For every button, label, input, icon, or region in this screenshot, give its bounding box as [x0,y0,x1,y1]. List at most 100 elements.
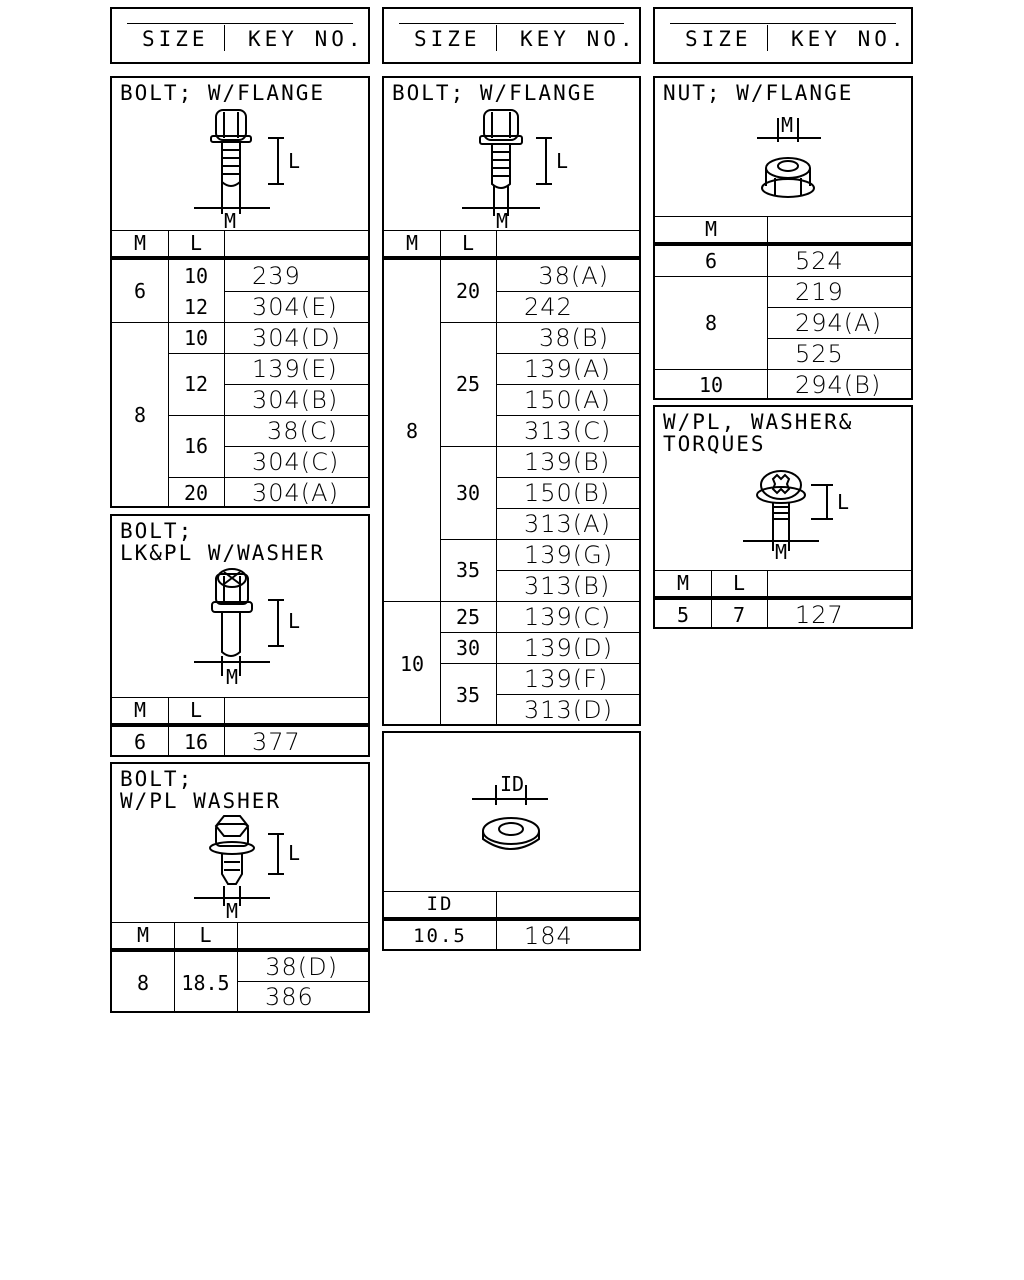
row-rule [384,601,639,602]
col-m-header: M [133,231,147,255]
row-rule [237,981,368,982]
row-rule [655,369,911,370]
table-top-rule [112,230,368,231]
cell-key-no: 313(D) [524,696,614,724]
col-divider [224,697,225,757]
dim-m-label: M [226,665,238,689]
cell-key-no: 239 [252,261,301,290]
cell-key-no: 304(A) [252,478,339,507]
header-separator [224,25,225,51]
cell-l: 30 [455,480,481,505]
col-m-header: M [136,923,150,947]
cell-key-no: 139(B) [524,447,611,476]
row-rule [440,446,639,447]
header-key-no-label: KEY NO. [248,27,365,51]
cell-key-no: 304(C) [252,447,340,476]
row-rule [440,322,639,323]
row-rule [496,384,639,385]
cell-key-no: 139(C) [524,602,612,631]
cell-m: 6 [133,730,147,754]
col-divider [496,230,497,726]
dim-l-label: L [288,841,300,865]
header-size-label: SIZE [142,27,209,51]
panel-bolt-flange-a: BOLT; W/FLANGE L M M L 6 8 10 12 10 12 1… [110,76,370,508]
cell-m: 8 [136,970,150,995]
panel-title: NUT; W/FLANGE [663,81,854,105]
header-separator [496,25,497,51]
torx-screw-figure: L M [743,470,849,564]
col-divider [168,230,169,508]
cell-m: 5 [676,602,690,627]
row-rule [440,539,639,540]
panel-title: W/PL, WASHER& TORQUES [663,410,854,456]
col-divider [711,570,712,629]
header-box-3: SIZE KEY NO. [653,7,913,64]
cell-key-no: 38(B) [539,323,609,352]
row-rule [767,338,911,339]
cell-m: 8 [133,403,147,427]
cell-key-no: 525 [795,339,844,368]
table-header-rule [112,256,368,260]
table-top-rule [112,922,368,923]
col-l-header: L [461,231,475,255]
cell-key-no: 313(A) [524,509,611,538]
table-top-rule [384,891,639,892]
cell-key-no: 377 [252,728,301,756]
cell-key-no: 150(B) [524,478,611,507]
row-rule [112,322,368,323]
col-l-header: L [189,231,203,255]
cell-id: 10.5 [413,925,467,947]
dim-l-label: L [837,490,849,514]
cell-l: 7 [732,602,746,627]
cell-key-no: 294(A) [795,308,882,337]
dim-l-label: L [288,149,300,173]
row-rule [496,477,639,478]
cell-m: 6 [704,249,718,273]
lock-bolt-figure: L M [194,568,300,689]
header-rule [127,23,353,54]
cell-key-no: 38(D) [265,952,338,981]
col-m-header: M [405,231,419,255]
header-size-label: SIZE [414,27,481,51]
dim-m-label: M [781,113,793,137]
cell-key-no: 219 [795,277,844,306]
panel-title: BOLT; W/FLANGE [392,81,598,105]
cell-key-no: 139(A) [524,354,611,383]
table-header-rule [112,948,368,952]
row-rule [168,415,368,416]
dim-m-label: M [226,899,238,923]
dim-l-label: L [288,609,300,633]
dim-m-label: M [775,540,787,564]
cell-l: 25 [455,604,481,629]
panel-bolt-lk-pl: BOLT; LK&PL W/WASHER L M M L 6 16 377 [110,514,370,757]
cell-l: 35 [455,682,481,707]
row-rule [440,663,639,664]
cell-key-no: 38(A) [538,261,609,290]
header-rule [670,23,896,54]
cell-key-no: 184 [524,922,573,950]
col-m-header: M [133,698,147,722]
row-rule [496,570,639,571]
row-rule [496,694,639,695]
panel-washer: ID ID 10.5 184 [382,731,641,951]
header-box-2: SIZE KEY NO. [382,7,641,64]
cell-key-no: 386 [265,983,314,1011]
dim-l-label: L [556,149,568,173]
flange-bolt-figure: L M [194,109,300,233]
col-m-header: M [676,571,690,595]
table-top-rule [655,216,911,217]
col-l-header: L [199,923,212,947]
row-rule [496,415,639,416]
cell-key-no: 139(D) [524,633,614,662]
table-top-rule [112,697,368,698]
cell-m: 8 [704,310,718,335]
cell-m: 6 [133,279,147,303]
col-id-header: ID [426,893,454,915]
cell-key-no: 127 [795,600,844,629]
cell-key-no: 150(A) [524,385,611,414]
panel-nut-flange: NUT; W/FLANGE M M 6 8 10 524 219 294(A) … [653,76,913,400]
col-divider [237,922,238,1013]
cell-l: 10 [183,325,209,350]
col-divider [496,891,497,951]
cell-key-no: 304(E) [252,292,338,321]
